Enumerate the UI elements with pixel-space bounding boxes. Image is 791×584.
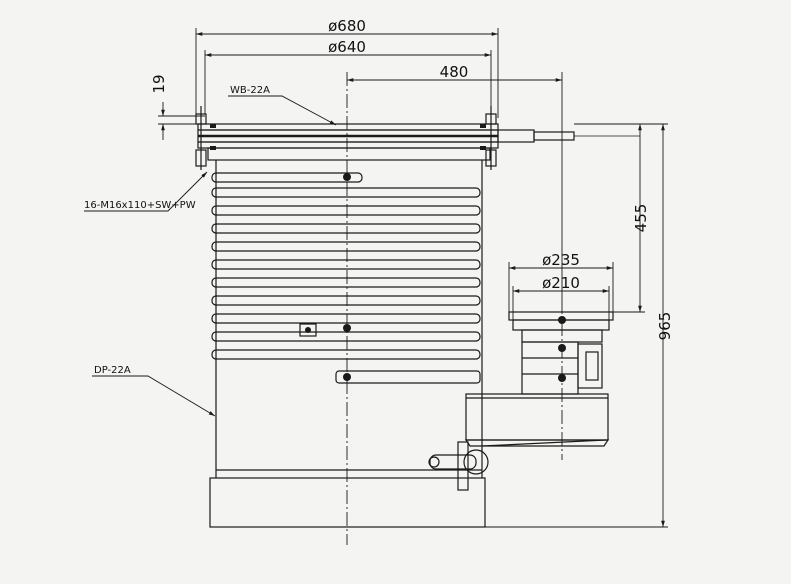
base-plate [209,477,486,528]
aux-stud [558,316,566,324]
label-bolts: 16-M16x110+SW+PW [84,200,196,211]
coil-turn [211,259,481,270]
dim-text-640: ø640 [328,38,366,56]
flange-neck [207,147,491,161]
dimension-lines [158,28,668,528]
dim-text-455: 455 [632,204,650,233]
dim-text-680: ø680 [328,17,366,35]
label-dp: DP-22A [94,365,131,376]
dim-text-19: 19 [150,74,168,93]
valve-body [463,449,489,475]
coil-turn [211,277,481,288]
coil-stud [305,327,311,333]
valve-cap [428,456,440,468]
coil-turn [211,172,363,183]
aux-pipe-edge [481,439,607,447]
coil-turn [211,241,481,252]
coil-turn [211,187,481,198]
dim-text-210: ø210 [542,274,580,292]
coil-outlet [335,370,481,384]
leader-lines [84,95,337,417]
coil-turn [211,349,481,360]
coil-turn [211,223,481,234]
aux-housing-lip [464,439,610,447]
flange-nut [480,124,486,128]
flange-nut [210,146,216,150]
coil-turn [211,205,481,216]
leader-bolts [84,171,208,212]
aux-bracket-slot [585,351,599,381]
flange-nut [210,124,216,128]
dim-text-965: 965 [656,312,674,341]
dim-text-235: ø235 [542,251,580,269]
drain-valve [428,441,489,491]
coil-turn [211,295,481,306]
centerlines [346,72,563,545]
flange-nut [480,146,486,150]
main-structure [195,106,640,528]
coil-turn [211,331,481,342]
valve-port [429,454,477,470]
dim-text-480: 480 [440,63,469,81]
label-wb: WB-22A [230,85,270,96]
leader-wb [228,95,337,126]
coil-bracket [299,323,317,337]
leader-dp [92,375,216,417]
aux-side-bracket [577,343,603,389]
coil-turn [211,313,481,324]
cooling-coil [211,172,481,384]
valve-stem [457,441,469,491]
